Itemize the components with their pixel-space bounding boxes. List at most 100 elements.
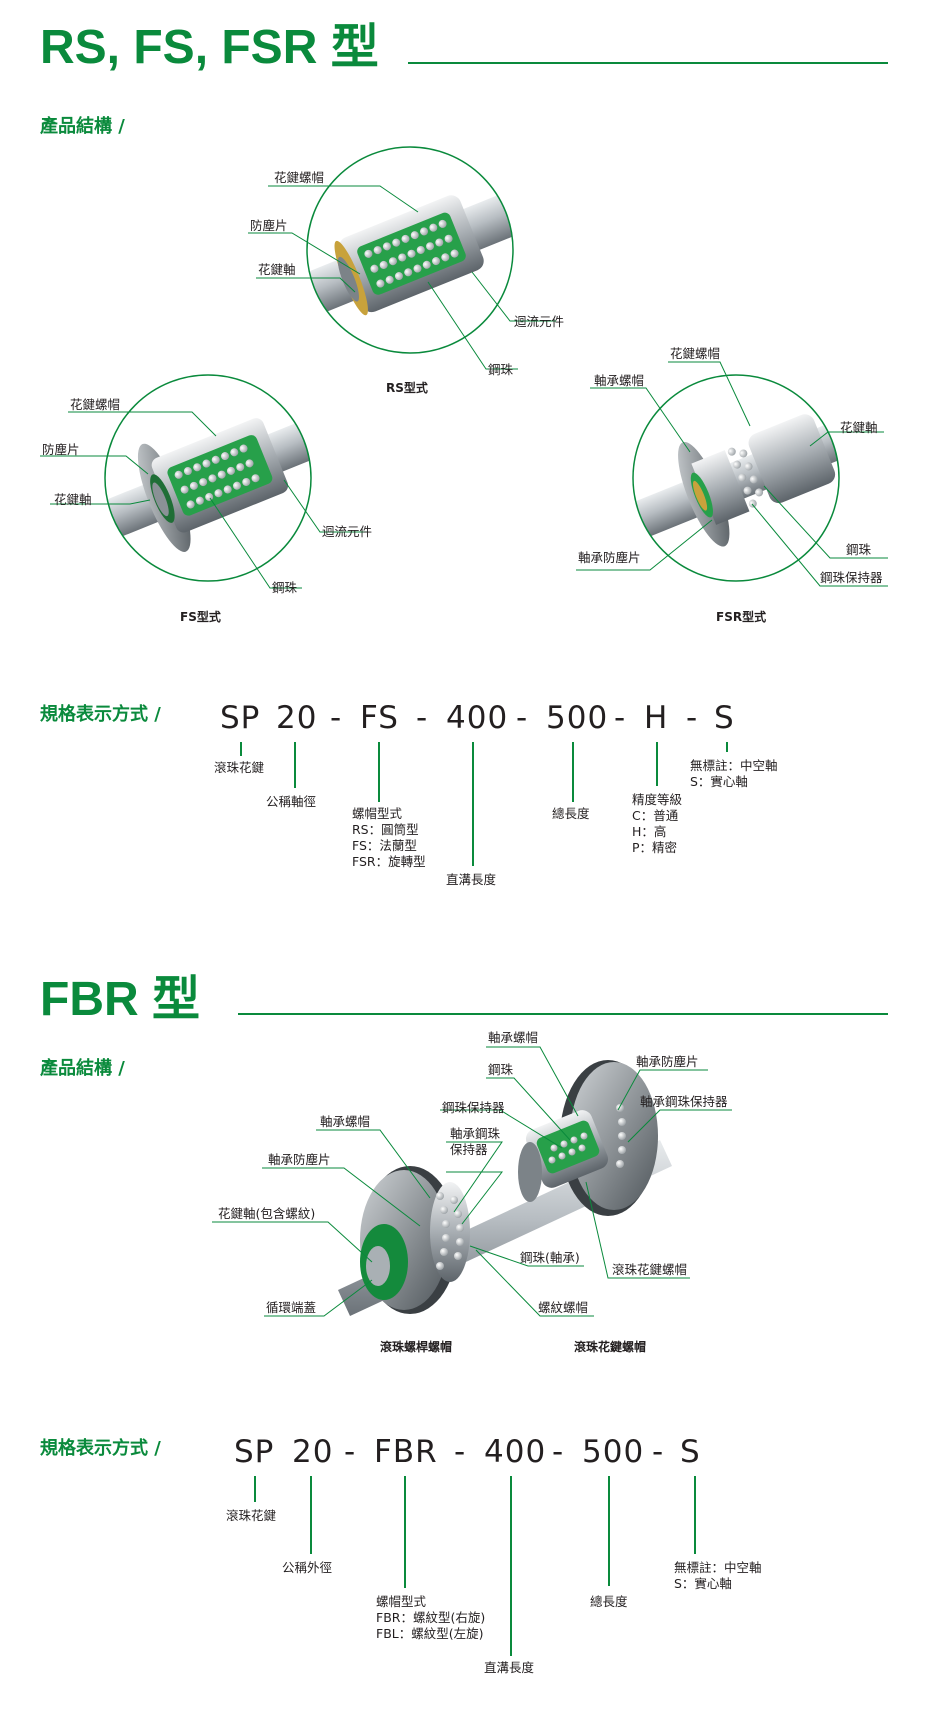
s1-line-h xyxy=(656,742,658,786)
rs-label-spline-nut: 花鍵螺帽 xyxy=(274,170,325,185)
rs-caption: RS型式 xyxy=(386,381,428,395)
fs-illustration xyxy=(105,375,311,581)
s2-desc-nut-type-0: 螺帽型式 xyxy=(376,1594,427,1609)
s1-desc-groove-length: 直溝長度 xyxy=(446,872,497,887)
s1-code-fs: FS xyxy=(360,700,399,736)
s1-desc-accuracy-0: 精度等級 xyxy=(632,792,683,807)
s2-desc-nut-type-2: FBL：螺紋型(左旋) xyxy=(376,1626,484,1641)
s1-desc-nut-type-3: FSR：旋轉型 xyxy=(352,854,426,869)
s2-line-s xyxy=(694,1476,696,1554)
s1-code-20: 20 xyxy=(276,700,318,736)
fbr-illustration xyxy=(338,1060,672,1316)
fs-label-ball: 鋼珠 xyxy=(272,580,298,595)
s1-desc-shaft-1: S：實心軸 xyxy=(690,774,748,789)
fbr-label-ball-bearing: 鋼珠(軸承) xyxy=(520,1250,580,1265)
fbr-label-ball-retainer: 鋼珠保持器 xyxy=(442,1100,505,1115)
fsr-label-bearing-nut: 軸承螺帽 xyxy=(594,373,645,388)
fbr-label-ball-spline-nut: 滾珠花鍵螺帽 xyxy=(612,1262,688,1277)
rs-label-spline-shaft: 花鍵軸 xyxy=(258,262,296,277)
s1-desc-ball-spline: 滾珠花鍵 xyxy=(214,760,265,775)
s1-line-400 xyxy=(472,742,474,866)
section2-structure-label: 產品結構 / xyxy=(40,1058,125,1079)
s1-desc-nut-type-2: FS：法蘭型 xyxy=(352,838,417,853)
s2-desc-total-length: 總長度 xyxy=(590,1594,628,1609)
s2-line-500 xyxy=(608,1476,610,1586)
s2-code-fbr: FBR xyxy=(374,1434,438,1470)
rs-illustration xyxy=(307,147,513,353)
fs-label-return-element: 迴流元件 xyxy=(322,524,373,539)
section1-title-rule xyxy=(408,62,888,64)
s1-desc-accuracy-1: C：普通 xyxy=(632,808,679,823)
s1-code-500: 500 xyxy=(546,700,609,736)
s2-code-500: 500 xyxy=(582,1434,645,1470)
s2-desc-shaft-1: S：實心軸 xyxy=(674,1576,732,1591)
fsr-label-ball-retainer: 鋼珠保持器 xyxy=(820,570,883,585)
s2-code-dash1: - xyxy=(344,1434,357,1470)
s1-line-sp xyxy=(240,742,242,756)
rs-label-ball: 鋼珠 xyxy=(488,362,514,377)
s2-code-s: S xyxy=(680,1434,701,1470)
s2-desc-nut-type-1: FBR：螺紋型(右旋) xyxy=(376,1610,486,1625)
s2-code-dash3: - xyxy=(552,1434,565,1470)
s2-desc-shaft-0: 無標註：中空軸 xyxy=(674,1560,762,1575)
fs-caption: FS型式 xyxy=(180,610,221,624)
s1-line-500 xyxy=(572,742,574,802)
fs-label-spline-shaft: 花鍵軸 xyxy=(54,492,92,507)
section1-structure-label: 產品結構 / xyxy=(40,116,125,137)
s1-code-h: H xyxy=(644,700,669,736)
s1-code-s: S xyxy=(714,700,735,736)
s2-code-400: 400 xyxy=(484,1434,547,1470)
s2-code-dash4: - xyxy=(652,1434,665,1470)
fbr-label-left-retainer-1: 保持器 xyxy=(450,1142,488,1157)
fs-label-seal: 防塵片 xyxy=(42,442,80,457)
s1-line-20 xyxy=(294,742,296,788)
s2-desc-groove-length: 直溝長度 xyxy=(484,1660,535,1675)
s2-line-20 xyxy=(310,1476,312,1554)
s1-desc-accuracy-2: H：高 xyxy=(632,824,667,839)
fs-label-spline-nut: 花鍵螺帽 xyxy=(70,397,121,412)
section1-title: RS, FS, FSR 型 xyxy=(40,21,379,74)
fbr-label-left-bearing-seal: 軸承防塵片 xyxy=(268,1152,331,1167)
s1-desc-nut-type-0: 螺帽型式 xyxy=(352,806,403,821)
fbr-label-top-bearing-seal: 軸承防塵片 xyxy=(636,1054,699,1069)
s1-desc-nominal-dia: 公稱軸徑 xyxy=(266,794,317,809)
section2-title-rule xyxy=(238,1013,888,1015)
s1-desc-total-length: 總長度 xyxy=(552,806,590,821)
fbr-label-bearing-ball-retainer: 軸承鋼珠保持器 xyxy=(640,1094,728,1109)
s1-desc-accuracy-3: P：精密 xyxy=(632,840,678,855)
fbr-label-top-ball: 鋼珠 xyxy=(488,1062,514,1077)
s1-code-dash3: - xyxy=(516,700,529,736)
fbr-label-thread-nut: 螺紋螺帽 xyxy=(538,1300,589,1315)
s1-code-dash4: - xyxy=(614,700,627,736)
fbr-caption-ball-spline-nut: 滾珠花鍵螺帽 xyxy=(574,1340,647,1354)
rs-label-seal: 防塵片 xyxy=(250,218,288,233)
s1-code-dash1: - xyxy=(330,700,343,736)
fbr-label-end-cap: 循環端蓋 xyxy=(266,1300,317,1315)
fbr-label-left-retainer-0: 軸承鋼珠 xyxy=(450,1126,501,1141)
section2-title: FBR 型 xyxy=(40,973,200,1026)
section2-spec-label: 規格表示方式 / xyxy=(40,1438,161,1459)
fbr-label-top-bearing-nut: 軸承螺帽 xyxy=(488,1030,539,1045)
fbr-label-left-bearing-nut: 軸承螺帽 xyxy=(320,1114,371,1129)
fsr-label-bearing-seal: 軸承防塵片 xyxy=(578,550,641,565)
s2-code-sp: SP xyxy=(234,1434,275,1470)
fbr-label-spline-shaft: 花鍵軸(包含螺紋) xyxy=(218,1206,316,1221)
fsr-label-spline-nut: 花鍵螺帽 xyxy=(670,346,721,361)
s1-code-dash2: - xyxy=(416,700,429,736)
s2-line-sp xyxy=(254,1476,256,1502)
fsr-label-spline-shaft: 花鍵軸 xyxy=(840,420,878,435)
section1-spec-label: 規格表示方式 / xyxy=(40,704,161,725)
s1-desc-shaft-0: 無標註：中空軸 xyxy=(690,758,778,773)
s1-code-dash5: - xyxy=(686,700,699,736)
s2-code-dash2: - xyxy=(454,1434,467,1470)
fbr-caption-ball-screw-nut: 滾珠螺桿螺帽 xyxy=(380,1340,453,1354)
s1-code-400: 400 xyxy=(446,700,509,736)
s2-desc-ball-spline: 滾珠花鍵 xyxy=(226,1508,277,1523)
fsr-caption: FSR型式 xyxy=(716,610,767,624)
s1-desc-nut-type-1: RS：圓筒型 xyxy=(352,822,419,837)
s1-line-s xyxy=(726,742,728,752)
s2-line-400 xyxy=(510,1476,512,1656)
s2-desc-outer-dia: 公稱外徑 xyxy=(282,1560,333,1575)
s1-line-fs xyxy=(378,742,380,802)
